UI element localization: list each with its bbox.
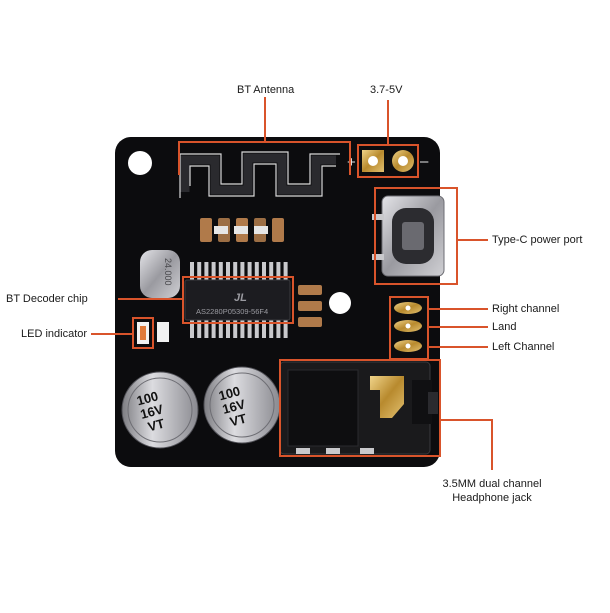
pad-hole xyxy=(368,156,378,166)
chip-pin xyxy=(254,320,259,338)
smd-chip xyxy=(234,226,248,234)
chip-pin xyxy=(197,262,202,280)
label-jack-line1: 3.5MM dual channel xyxy=(442,478,542,490)
crystal-oscillator: 24.000 xyxy=(140,250,180,298)
capacitor-1 xyxy=(121,371,199,449)
mounting-hole xyxy=(128,151,152,175)
callout-type-c-box xyxy=(374,187,458,285)
chip-pin xyxy=(269,262,274,280)
chip-pin xyxy=(254,262,259,280)
label-jack-line2: Headphone jack xyxy=(452,492,532,504)
chip-pin xyxy=(240,320,245,338)
minus-marking: – xyxy=(420,153,429,170)
cap1-line2: 16V xyxy=(139,401,166,422)
chip-pin xyxy=(240,262,245,280)
chip-pin xyxy=(204,320,209,338)
smd-resistor xyxy=(200,218,212,242)
bt-antenna-trace xyxy=(180,153,336,195)
chip-pin xyxy=(218,320,223,338)
smd-components-top xyxy=(200,218,284,242)
chip-pin xyxy=(283,320,288,338)
bt-decoder-chip: JL AS2280P05309-56F4 xyxy=(184,262,291,338)
crystal-marking: 24.000 xyxy=(163,258,173,286)
chip-pin xyxy=(204,262,209,280)
plus-marking: + xyxy=(347,154,356,171)
mounting-hole xyxy=(329,292,351,314)
label-land: Land xyxy=(492,321,517,333)
audio-output-pads xyxy=(394,302,422,352)
chip-pin xyxy=(211,320,216,338)
label-jack: 3.5MM dual channel Headphone jack xyxy=(432,477,552,505)
bt-antenna-outline xyxy=(179,151,340,198)
chip-pin xyxy=(190,262,194,280)
label-type-c: Type-C power port xyxy=(492,234,583,246)
side-components xyxy=(298,285,322,327)
chip-pin xyxy=(276,320,281,338)
chip-pin xyxy=(233,262,238,280)
cap2-line3: VT xyxy=(228,411,248,430)
headphone-jack xyxy=(279,361,438,455)
chip-pin xyxy=(262,262,266,280)
label-voltage: 3.7-5V xyxy=(370,84,403,96)
type-c-port xyxy=(372,195,445,277)
chip-pin xyxy=(262,320,266,338)
chip-pin xyxy=(283,262,288,280)
chip-code: AS2280P05309-56F4 xyxy=(196,307,268,316)
chip-pin xyxy=(247,262,252,280)
cap1-line3: VT xyxy=(146,416,166,435)
led-indicator xyxy=(137,322,169,344)
chip-pin xyxy=(197,320,202,338)
chip-pin xyxy=(226,262,230,280)
chip-pin xyxy=(226,320,230,338)
chip-pin xyxy=(218,262,223,280)
label-left-channel: Left Channel xyxy=(492,341,555,353)
callout-lines xyxy=(91,97,493,470)
label-bt-chip: BT Decoder chip xyxy=(6,293,88,305)
cap2-line2: 16V xyxy=(221,396,248,417)
callout-jack-leader xyxy=(440,419,493,470)
chip-logo: JL xyxy=(234,292,247,304)
chip-pin xyxy=(247,320,252,338)
smd-chip xyxy=(214,226,228,234)
cap2-line1: 100 xyxy=(217,383,242,403)
chip-pin xyxy=(269,320,274,338)
callout-jack-box xyxy=(279,359,441,457)
label-bt-antenna: BT Antenna xyxy=(237,84,295,96)
label-right-channel: Right channel xyxy=(492,303,560,315)
chip-pin xyxy=(190,320,194,338)
pad-hole xyxy=(398,156,408,166)
cap1-line1: 100 xyxy=(135,388,160,408)
chip-pin xyxy=(233,320,238,338)
chip-pin xyxy=(211,262,216,280)
label-led: LED indicator xyxy=(21,328,88,340)
chip-pin xyxy=(276,262,281,280)
smd-resistor xyxy=(272,218,284,242)
smd-chip xyxy=(254,226,268,234)
